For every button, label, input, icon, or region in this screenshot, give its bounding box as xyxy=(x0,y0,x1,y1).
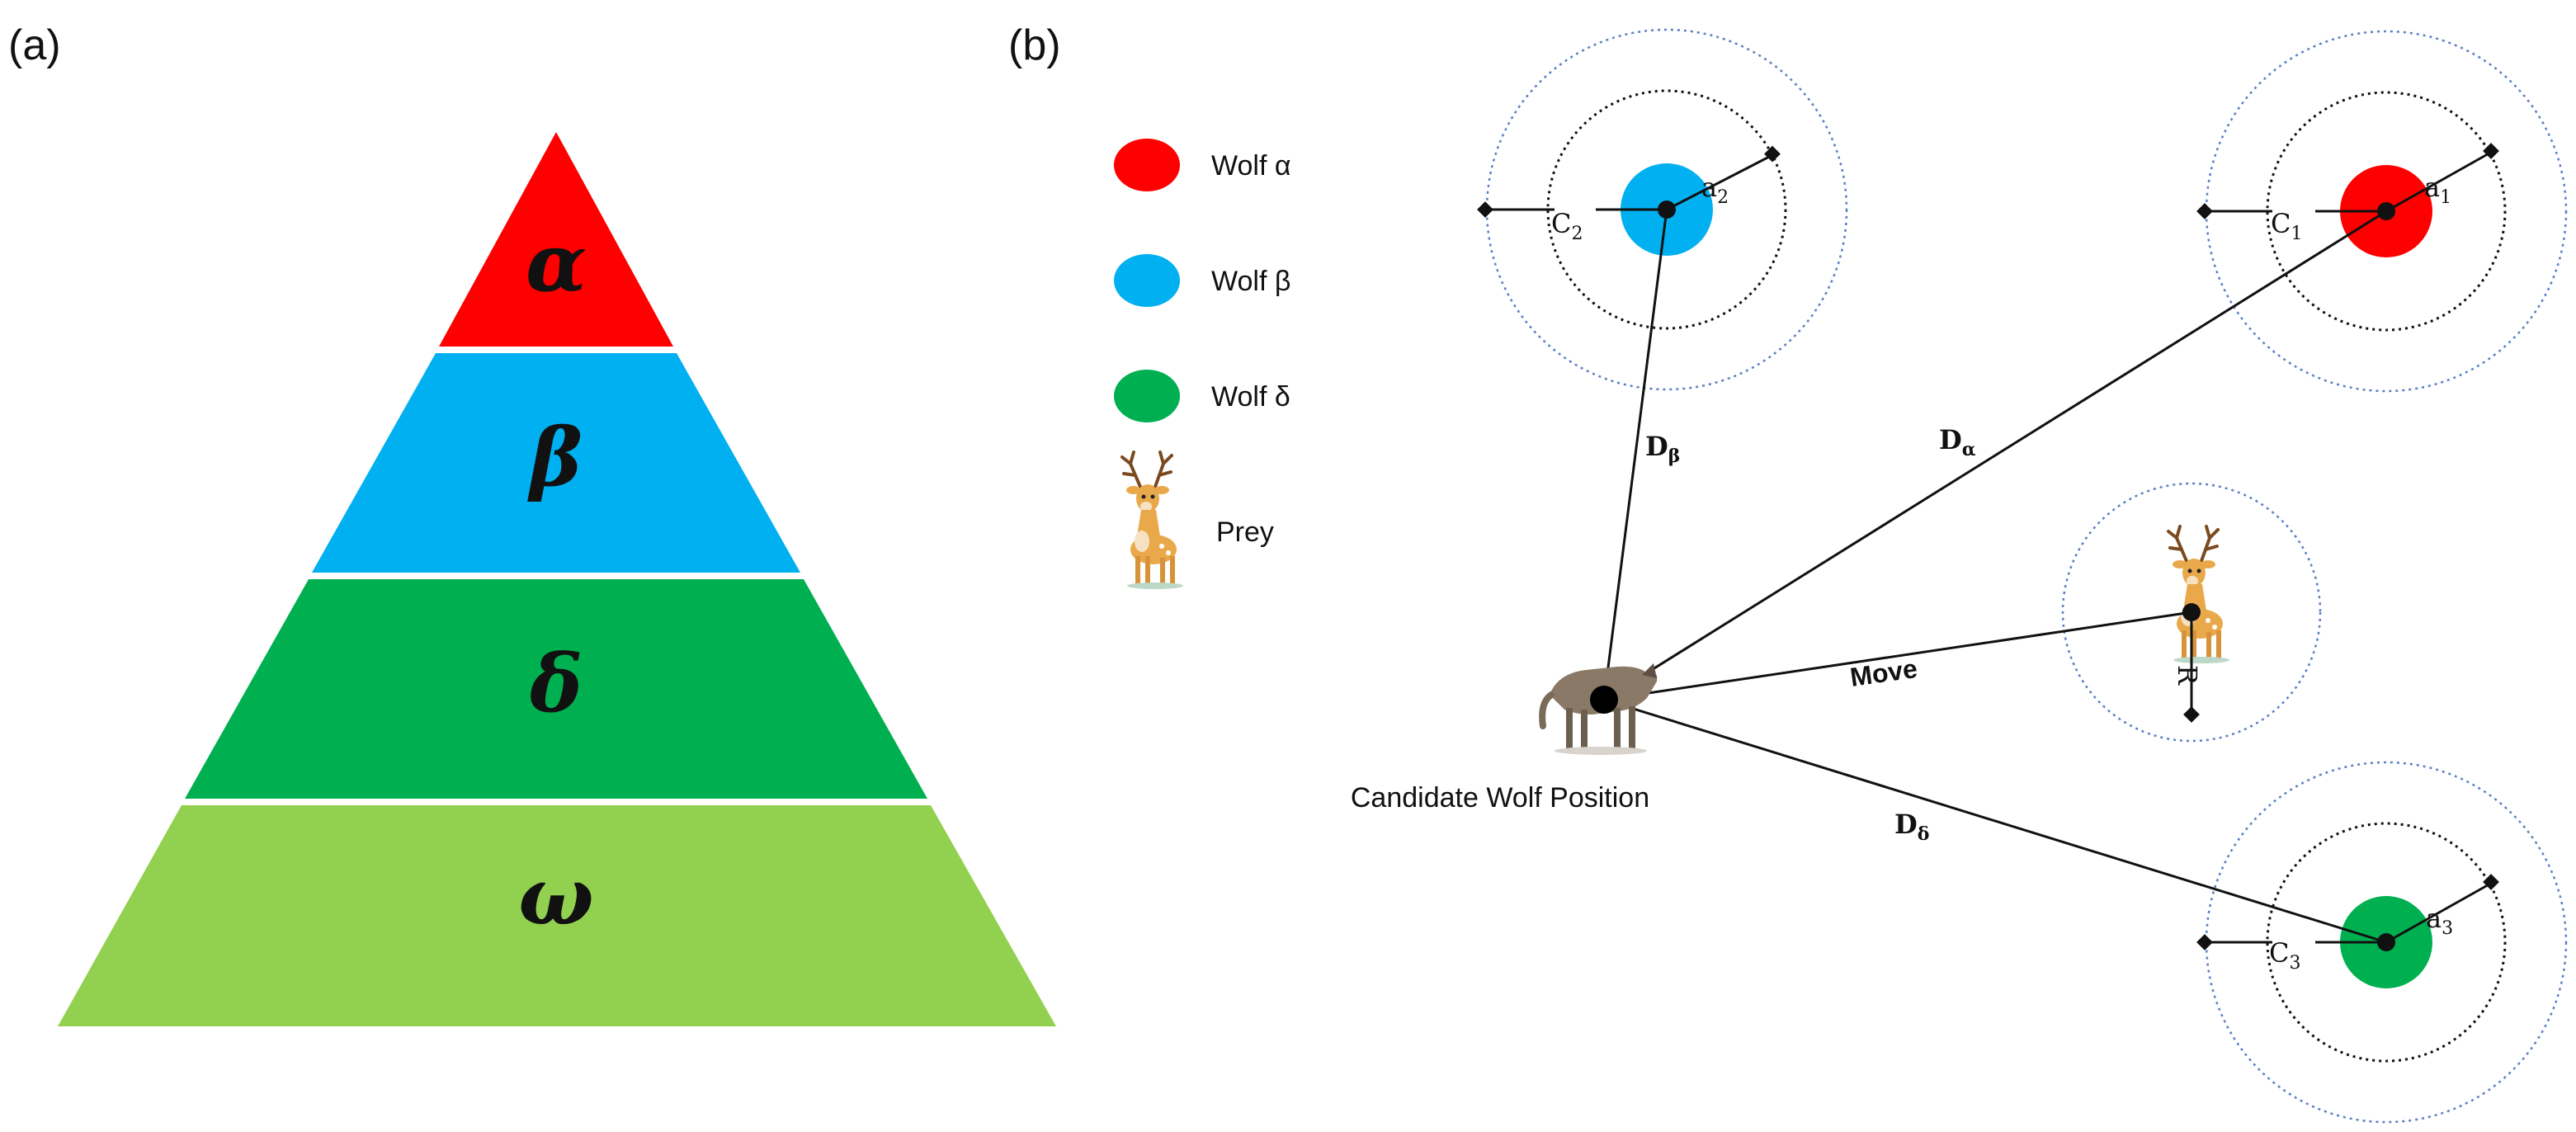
pyramid-symbol-beta: β xyxy=(527,411,583,504)
radius-handle xyxy=(2483,143,2499,159)
pyramid-symbol-delta: δ xyxy=(529,637,583,730)
prey-range-circle xyxy=(2061,482,2322,743)
deer-icon xyxy=(1121,450,1185,591)
legend-label-prey: Prey xyxy=(1216,516,1274,548)
pyramid-tier-delta xyxy=(185,579,927,799)
label-a3: a3 xyxy=(2426,903,2453,939)
radius-handle xyxy=(1764,145,1781,163)
radius-handle xyxy=(1477,201,1493,218)
panel-label-a: (a) xyxy=(8,21,61,69)
pyramid-tier-omega xyxy=(58,805,1056,1026)
legend-label-delta: Wolf δ xyxy=(1211,381,1290,413)
radius-handle xyxy=(2183,706,2200,723)
candidate-label: Candidate Wolf Position xyxy=(1351,782,1649,814)
line-d-delta xyxy=(1603,698,2387,944)
legend-label-beta: Wolf β xyxy=(1211,266,1290,297)
label-a1: a1 xyxy=(2424,172,2451,208)
wolf-beta-cluster: a2 C2 xyxy=(1477,28,1848,391)
outer-range-circle xyxy=(2205,761,2568,1124)
label-c2: C2 xyxy=(1551,208,1583,244)
pyramid-tier-alpha xyxy=(439,132,673,347)
label-d-alpha: Dα xyxy=(1939,424,1976,460)
radius-handle xyxy=(2196,203,2213,219)
wolf-delta-cluster: a3 C3 xyxy=(2196,761,2568,1124)
label-d-delta: Dδ xyxy=(1894,809,1929,845)
legend: Wolf α Wolf β Wolf δ Prey xyxy=(1114,139,1291,591)
line-d-alpha xyxy=(1603,210,2387,701)
pyramid-tier-beta xyxy=(312,353,800,573)
outer-range-circle xyxy=(2205,30,2568,393)
legend-swatch-beta xyxy=(1114,254,1180,307)
label-c3: C3 xyxy=(2269,937,2300,974)
radius-handle xyxy=(2196,934,2213,950)
prey-cluster: R xyxy=(2061,482,2322,743)
wolf-alpha-center xyxy=(2377,202,2395,220)
legend-swatch-delta xyxy=(1114,370,1180,422)
inner-range-circle xyxy=(1546,89,1787,330)
legend-swatch-alpha xyxy=(1114,139,1180,191)
label-c1: C1 xyxy=(2271,208,2302,244)
line-d-beta xyxy=(1602,209,1668,700)
inner-range-circle xyxy=(2266,91,2507,332)
pyramid-symbol-alpha: α xyxy=(526,216,587,309)
pyramid-symbol-omega: ω xyxy=(518,850,593,943)
wolf-alpha-cluster: a1 C1 xyxy=(2196,30,2568,393)
label-a2: a2 xyxy=(1701,172,1729,208)
legend-label-alpha: Wolf α xyxy=(1211,150,1291,182)
radius-handle xyxy=(2483,874,2499,890)
label-d-beta: Dβ xyxy=(1645,431,1680,467)
distance-lines xyxy=(1602,209,2387,944)
inner-range-circle xyxy=(2266,822,2507,1063)
label-radius: R xyxy=(2172,665,2203,686)
outer-range-circle xyxy=(1485,28,1848,391)
line-move xyxy=(1603,611,2192,701)
deer-icon xyxy=(2167,525,2231,665)
panel-label-b: (b) xyxy=(1008,21,1061,69)
label-move: Move xyxy=(1848,653,1919,692)
candidate-position-marker xyxy=(1590,686,1618,714)
